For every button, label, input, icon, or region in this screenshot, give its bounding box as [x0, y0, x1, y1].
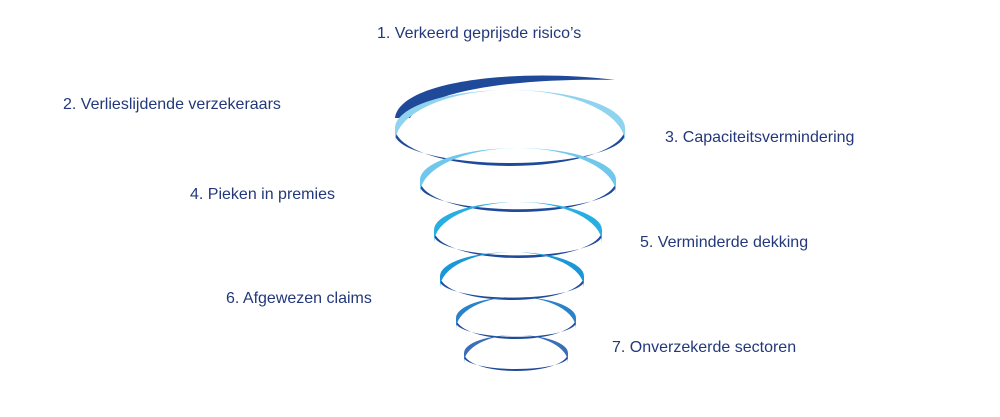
- spiral-front-band: [420, 148, 616, 194]
- spiral-front-band: [434, 202, 602, 243]
- spiral-back-band: [440, 276, 584, 300]
- spiral-back-band: [456, 318, 576, 339]
- label-2-loss-making-insurers: 2. Verlieslijdende verzekeraars: [63, 96, 281, 113]
- spiral-back-band: [434, 230, 602, 258]
- spiral-front-band: [464, 335, 568, 363]
- spiral-top-tail: [395, 75, 615, 118]
- spiral-front-bands: [395, 90, 625, 363]
- label-5-reduced-coverage: 5. Verminderde dekking: [640, 234, 809, 251]
- label-6-rejected-claims: 6. Afgewezen claims: [226, 290, 372, 307]
- spiral-back-bands: [395, 75, 625, 371]
- spiral-front-band: [456, 297, 576, 329]
- label-3-capacity-reduction: 3. Capaciteitsvermindering: [665, 129, 855, 146]
- label-7-uninsured-sectors: 7. Onverzekerde sectoren: [612, 339, 797, 356]
- spiral-back-band: [464, 353, 568, 371]
- label-4-premium-peaks: 4. Pieken in premies: [190, 186, 335, 203]
- spiral-back-band: [420, 180, 616, 212]
- label-1-mispriced-risks: 1. Verkeerd geprijsde risico’s: [377, 25, 582, 42]
